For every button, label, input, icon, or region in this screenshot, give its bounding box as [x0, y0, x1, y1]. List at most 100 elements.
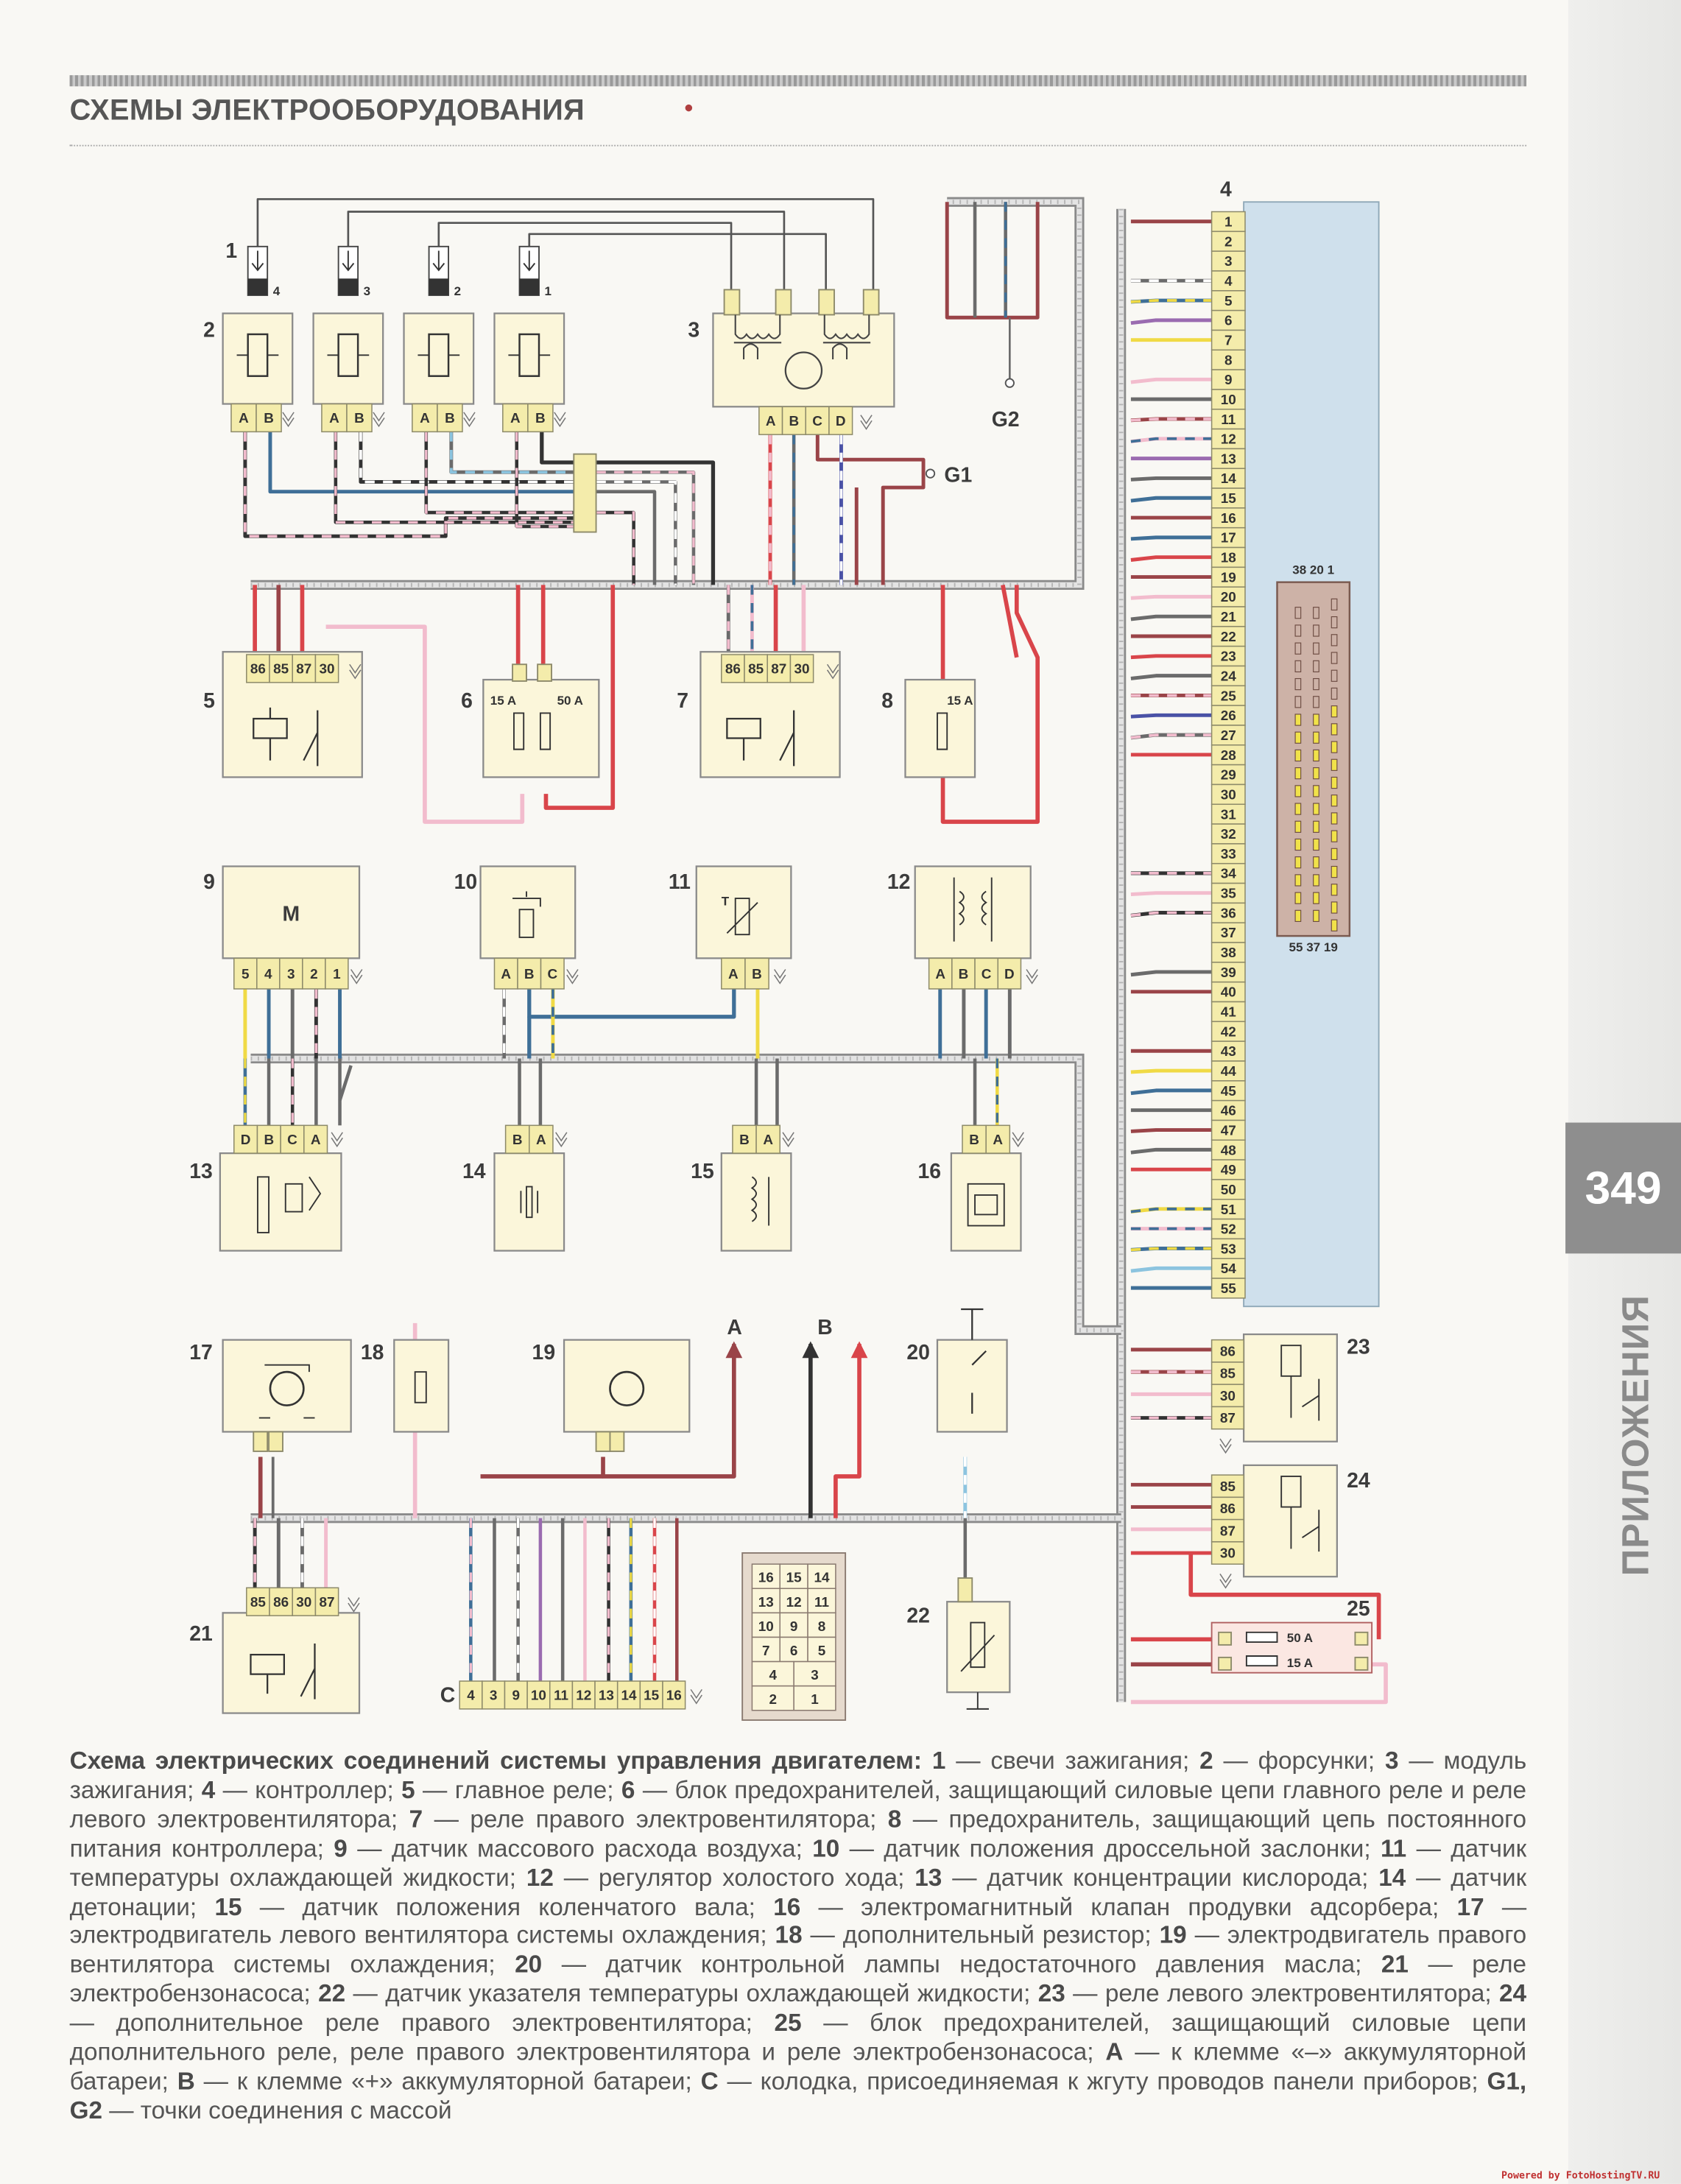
module-wire-c: [815, 434, 926, 585]
idle-regulator: [914, 865, 1032, 959]
ignition-module-pin-label: D: [836, 414, 846, 429]
ground-icon: [350, 969, 363, 984]
knock-pin: [529, 1124, 554, 1154]
component-number-c18: 18: [361, 1341, 384, 1364]
connector-face-cell: [779, 1612, 808, 1638]
fan19-wire: [601, 1344, 736, 1479]
spark-plug-base: [338, 278, 359, 295]
controller-pin-label: 7: [1224, 333, 1233, 348]
ground-icon: [282, 412, 295, 428]
ecu-connector-slot: [1313, 660, 1319, 673]
connector-face-cell: [793, 1660, 836, 1687]
component-number-c6: 6: [461, 689, 473, 713]
caption-item-text: — модуль зажигания;: [69, 1746, 1527, 1804]
controller-pin-wire: [1130, 535, 1212, 541]
section-name: ПРИЛОЖЕНИЯ: [1615, 1294, 1657, 1577]
controller-pin-label: 4: [1224, 274, 1233, 289]
controller-pin: [1210, 1179, 1246, 1200]
ecu-connector-slot: [1331, 884, 1338, 896]
knock-pin-label: A: [536, 1132, 546, 1148]
controller-pin-label: 6: [1224, 314, 1233, 329]
ecu-connector-slot: [1331, 795, 1338, 807]
ecu-connector-slot: [1331, 741, 1338, 753]
controller-pin: [1210, 882, 1246, 904]
connector-c-pin-label: 13: [599, 1688, 614, 1704]
controller-pin-wire: [1130, 614, 1212, 621]
connector-c-pin: [662, 1680, 686, 1710]
ignition-module-pin-label: A: [766, 414, 776, 429]
ecu-connector-slot: [1294, 820, 1302, 833]
injector-pin-label: B: [445, 411, 455, 426]
fan-terminal: [268, 1431, 283, 1452]
injector-wire-stripe: [449, 431, 585, 474]
arrow-down-icon: [251, 250, 264, 272]
controller-pin-label: 38: [1221, 945, 1236, 961]
ground-icon: [373, 412, 385, 428]
injector-wire-stripe: [425, 431, 585, 514]
caption-item-text: — главное реле;: [423, 1775, 614, 1804]
connector-c-pin-label: 14: [621, 1688, 637, 1704]
oil-pressure-sensor: [936, 1339, 1008, 1433]
relay-7-pin-label: 87: [771, 662, 786, 677]
connector-c-pin-label: 4: [467, 1688, 475, 1704]
ecu-connector-slot: [1313, 624, 1319, 637]
controller-pin-label: 43: [1221, 1044, 1236, 1060]
connector-face-pin: 1: [811, 1692, 819, 1708]
g2-wire: [945, 202, 1040, 320]
maf-pin: [233, 957, 258, 990]
controller-pin: [1210, 744, 1246, 766]
iac-pin: [997, 957, 1022, 990]
connector-face-pin: 6: [790, 1644, 798, 1659]
iac-pin-label: D: [1004, 967, 1015, 982]
connector-c-pin-label: 12: [576, 1688, 591, 1704]
controller-pin-label: 49: [1221, 1163, 1236, 1178]
resistor-icon: [414, 1371, 427, 1403]
battery-plus-label: B: [817, 1316, 832, 1339]
caption-item-key: 9: [334, 1833, 348, 1862]
spark-plug-number: 3: [364, 284, 370, 298]
coolant-sensor: [695, 865, 792, 959]
controller-pin-wire-stripe: [1130, 1207, 1212, 1213]
injector-wire-stripe: [596, 511, 635, 585]
left-fan-relay: [1242, 1333, 1338, 1443]
controller-pin: [1210, 566, 1246, 588]
controller-pin-wire: [1130, 377, 1212, 384]
injector-wire-stripe: [596, 471, 695, 585]
ground-icon: [331, 1132, 343, 1148]
relay-23-pin-label: 85: [1220, 1367, 1236, 1382]
connector-face-pin: 11: [814, 1595, 829, 1610]
injector-pin-label: A: [239, 411, 249, 426]
arrow-down-icon: [432, 250, 445, 272]
controller-pin-label: 10: [1221, 392, 1236, 408]
ground-point-g1: [925, 468, 936, 479]
fuse-rating: 15 A: [490, 694, 516, 708]
injector-pin: [256, 403, 282, 433]
connector-c-label: C: [440, 1683, 455, 1707]
fuse6-wire: [543, 585, 616, 810]
fuse-icon: [937, 712, 948, 750]
relay-7-pin-label: 86: [725, 662, 741, 677]
relay5-wire: [325, 624, 525, 824]
component-number-c20: 20: [906, 1341, 930, 1364]
relay-23-pin-label: 30: [1220, 1389, 1236, 1404]
connector-face-pin: 5: [818, 1644, 826, 1659]
ecu-connector-slot: [1331, 705, 1338, 718]
caption-item-text: — реле правого электровентилятора;: [434, 1805, 877, 1833]
ecu-connector-slot: [1294, 677, 1302, 691]
connector-face-pin: 9: [790, 1619, 798, 1635]
controller-pin: [1210, 823, 1246, 845]
ecu-connector-slot: [1313, 607, 1319, 619]
caption-item-text: — датчик указателя температуры охлаждающ…: [353, 1979, 1031, 2008]
ecu-connector-slot: [1313, 892, 1319, 904]
ignition-module: [712, 312, 895, 408]
connector-face-pin: 16: [758, 1571, 774, 1586]
ground-icon: [1012, 1132, 1024, 1148]
ecu-connector-slot: [1294, 909, 1302, 922]
relay-23-pin: [1210, 1384, 1244, 1408]
injector-wire: [334, 431, 585, 524]
controller-pin-label: 21: [1221, 610, 1236, 625]
controller-pin: [1210, 250, 1246, 272]
ground-icon: [690, 1688, 702, 1705]
relay-24-pin: [1210, 1474, 1244, 1498]
fan-terminal: [253, 1431, 269, 1452]
